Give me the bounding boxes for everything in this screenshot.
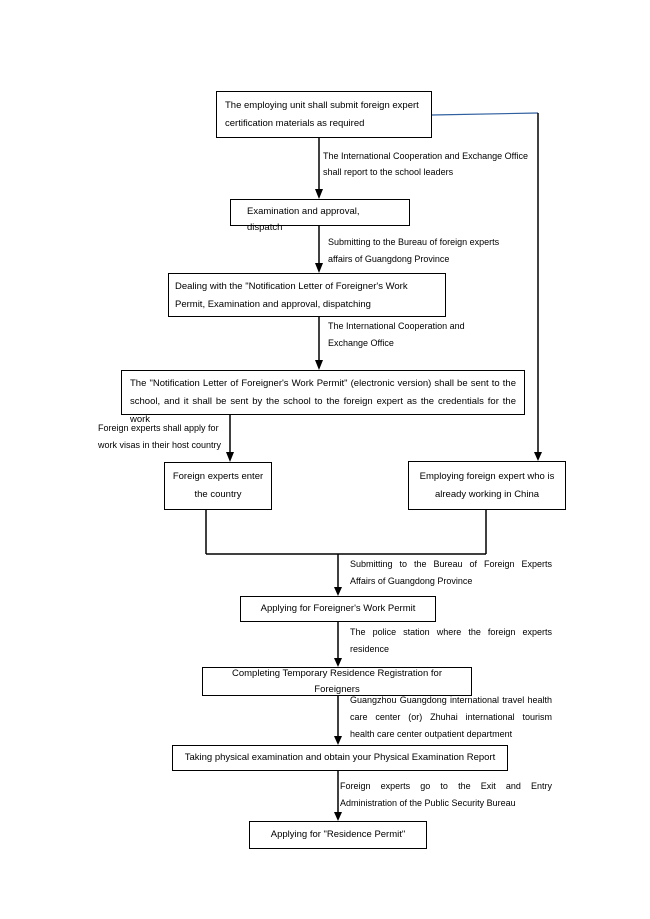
- step-submit-materials: The employing unit shall submit foreign …: [216, 91, 432, 138]
- arrowhead-residence-permit: [334, 812, 342, 821]
- arrowhead-enter: [226, 452, 234, 462]
- step-temp-residence-label: Completing Temporary Residence Registrat…: [232, 667, 442, 695]
- note-apply-visas-text: Foreign experts shall apply for work vis…: [98, 423, 222, 450]
- arrowhead-sent: [315, 360, 323, 370]
- note-intl-office-text: The International Cooperation and Exchan…: [328, 321, 465, 348]
- arrowhead-exam: [334, 736, 342, 745]
- step-residence-permit-label: Applying for "Residence Permit": [270, 829, 406, 840]
- step-dealing-label: Dealing with the "Notification Letter of…: [175, 281, 408, 310]
- step-approval-dispatch: Examination and approval, dispatch: [230, 199, 410, 233]
- step-enter-country: Foreign experts enter the country: [164, 462, 272, 510]
- arrowhead-already-in-china: [534, 452, 542, 461]
- step-already-label: Employing foreign expert who is already …: [419, 470, 555, 500]
- note-report-leaders-text: The International Cooperation and Exchan…: [323, 151, 528, 177]
- step-approval-label: Examination and approval, dispatch: [247, 206, 360, 233]
- step-notification-dealing: Dealing with the "Notification Letter of…: [168, 273, 446, 317]
- note-submit-bureau-2: Submitting to the Bureau of Foreign Expe…: [350, 556, 552, 590]
- note-apply-visas: Foreign experts shall apply for work vis…: [98, 420, 228, 454]
- note-submit-bureau-2-text: Submitting to the Bureau of Foreign Expe…: [350, 559, 552, 586]
- step-temp-residence: Completing Temporary Residence Registrat…: [202, 667, 472, 696]
- arrowhead-work-permit: [334, 587, 342, 596]
- step-physical-exam-label: Taking physical examination and obtain y…: [184, 752, 496, 763]
- note-submit-bureau-text: Submitting to the Bureau of foreign expe…: [328, 237, 500, 264]
- note-health-center-text: Guangzhou Guangdong international travel…: [350, 695, 552, 739]
- step-notification-sent: The "Notification Letter of Foreigner's …: [121, 370, 525, 425]
- arrowhead-approval: [315, 189, 323, 199]
- note-health-center: Guangzhou Guangdong international travel…: [350, 692, 552, 743]
- step-work-permit-label: Applying for Foreigner's Work Permit: [260, 603, 416, 614]
- step-submit-label: The employing unit shall submit foreign …: [225, 100, 419, 129]
- step-residence-permit: Applying for "Residence Permit": [249, 821, 427, 849]
- arrowhead-temp-residence: [334, 658, 342, 667]
- step-apply-work-permit: Applying for Foreigner's Work Permit: [240, 596, 436, 622]
- note-police-station: The police station where the foreign exp…: [350, 624, 552, 658]
- arrowhead-dealing: [315, 263, 323, 273]
- note-exit-entry: Foreign experts go to the Exit and Entry…: [340, 778, 552, 812]
- note-intl-office: The International Cooperation and Exchan…: [328, 318, 478, 352]
- note-submit-bureau: Submitting to the Bureau of foreign expe…: [328, 234, 512, 268]
- step-enter-label: Foreign experts enter the country: [172, 471, 264, 500]
- step-physical-exam: Taking physical examination and obtain y…: [172, 745, 508, 771]
- note-exit-entry-text: Foreign experts go to the Exit and Entry…: [340, 781, 552, 808]
- step-already-in-china: Employing foreign expert who is already …: [408, 461, 566, 510]
- step-sent-label: The "Notification Letter of Foreigner's …: [130, 378, 516, 425]
- note-police-station-text: The police station where the foreign exp…: [350, 627, 552, 654]
- blue-connector-line: [431, 112, 539, 116]
- note-report-leaders: The International Cooperation and Exchan…: [323, 148, 533, 180]
